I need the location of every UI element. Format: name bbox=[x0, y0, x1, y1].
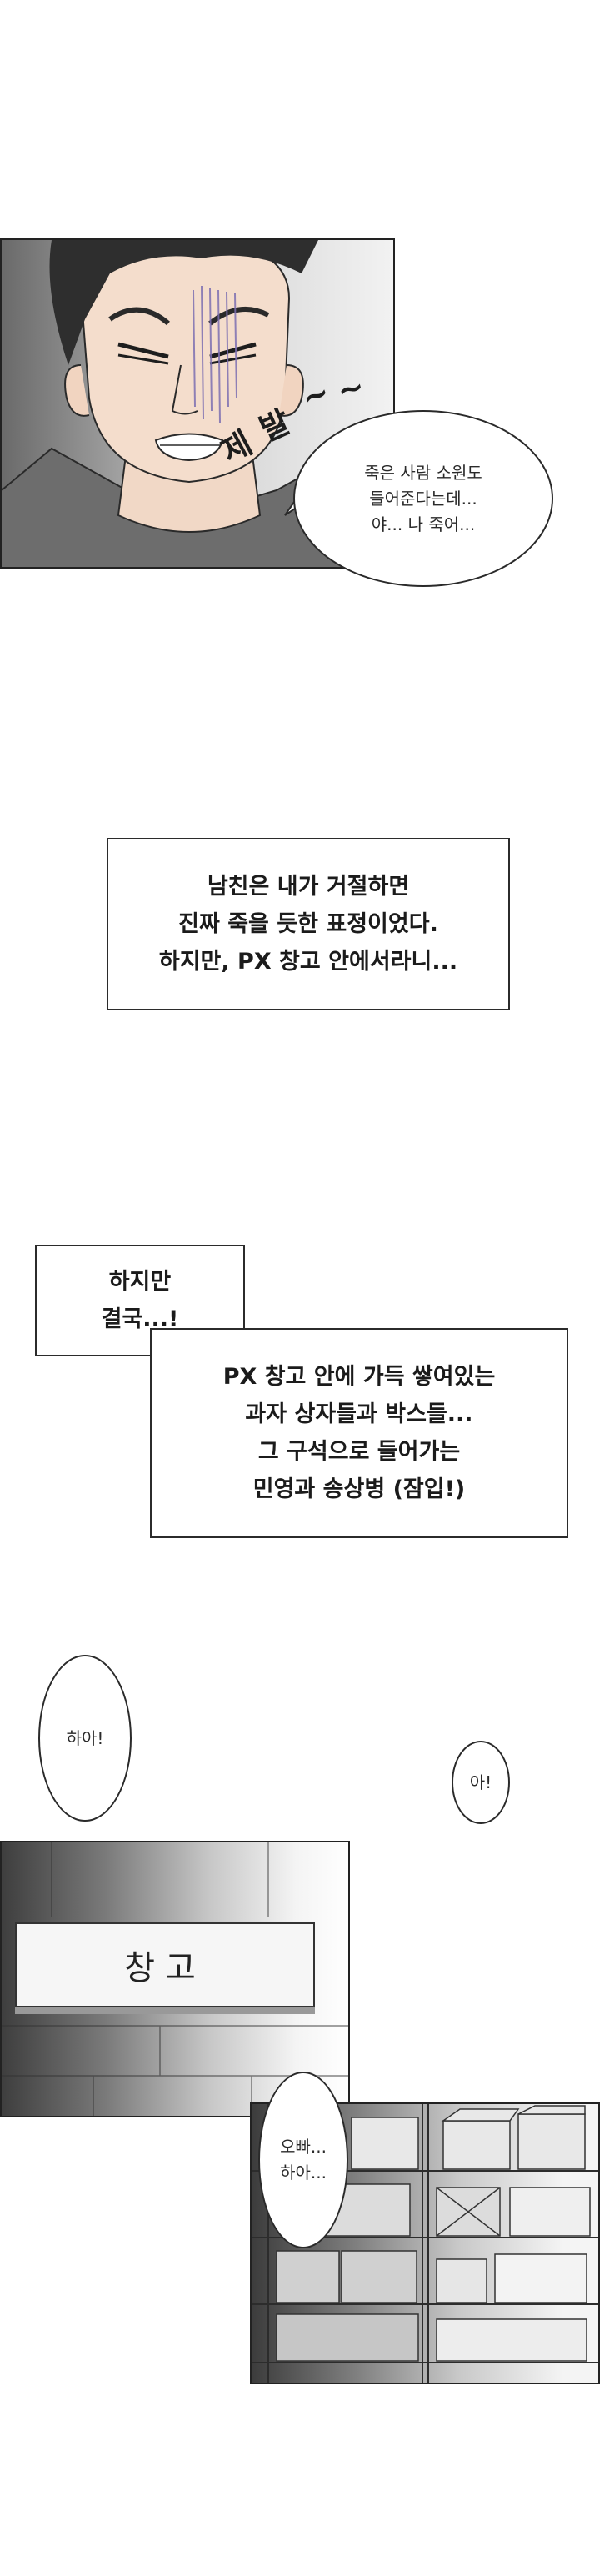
warehouse-sign-text: 창고 bbox=[124, 1949, 206, 1987]
narration-box-1: 남친은 내가 거절하면 진짜 죽을 듯한 표정이었다. 하지만, PX 창고 안… bbox=[107, 838, 510, 1010]
panel-face bbox=[0, 238, 395, 569]
sfx-char-4: ~ bbox=[333, 367, 368, 410]
warehouse-sign: 창고 bbox=[15, 1922, 315, 2007]
speech-balloon-2: 하아! bbox=[38, 1655, 132, 1822]
balloon-4-text: 오빠... 하아... bbox=[280, 2137, 327, 2183]
narration-2-text: 하지만 결국...! bbox=[101, 1269, 179, 1332]
balloon-3-text: 아! bbox=[469, 1772, 492, 1792]
speech-balloon-4: 오빠... 하아... bbox=[258, 2072, 348, 2248]
speech-balloon-3: 아! bbox=[452, 1741, 510, 1824]
sfx-char-3: ~ bbox=[297, 373, 335, 418]
speech-balloon-1: 죽은 사람 소원도 들어준다는데... 야... 나 죽어... bbox=[293, 410, 553, 587]
face-illustration bbox=[2, 240, 393, 567]
narration-3-text: PX 창고 안에 가득 쌓여있는 과자 상자들과 박스들... 그 구석으로 들… bbox=[222, 1364, 496, 1502]
sfx-char-2: 발 bbox=[253, 403, 296, 449]
narration-box-2: 하지만 결국...! bbox=[35, 1245, 245, 1356]
balloon-1-text: 죽은 사람 소원도 들어준다는데... 야... 나 죽어... bbox=[364, 462, 482, 534]
balloon-2-text: 하아! bbox=[66, 1727, 104, 1748]
panel-warehouse-door: 창고 bbox=[0, 1841, 350, 2117]
narration-1-text: 남친은 내가 거절하면 진짜 죽을 듯한 표정이었다. 하지만, PX 창고 안… bbox=[158, 874, 458, 975]
narration-box-3: PX 창고 안에 가득 쌓여있는 과자 상자들과 박스들... 그 구석으로 들… bbox=[150, 1328, 568, 1538]
